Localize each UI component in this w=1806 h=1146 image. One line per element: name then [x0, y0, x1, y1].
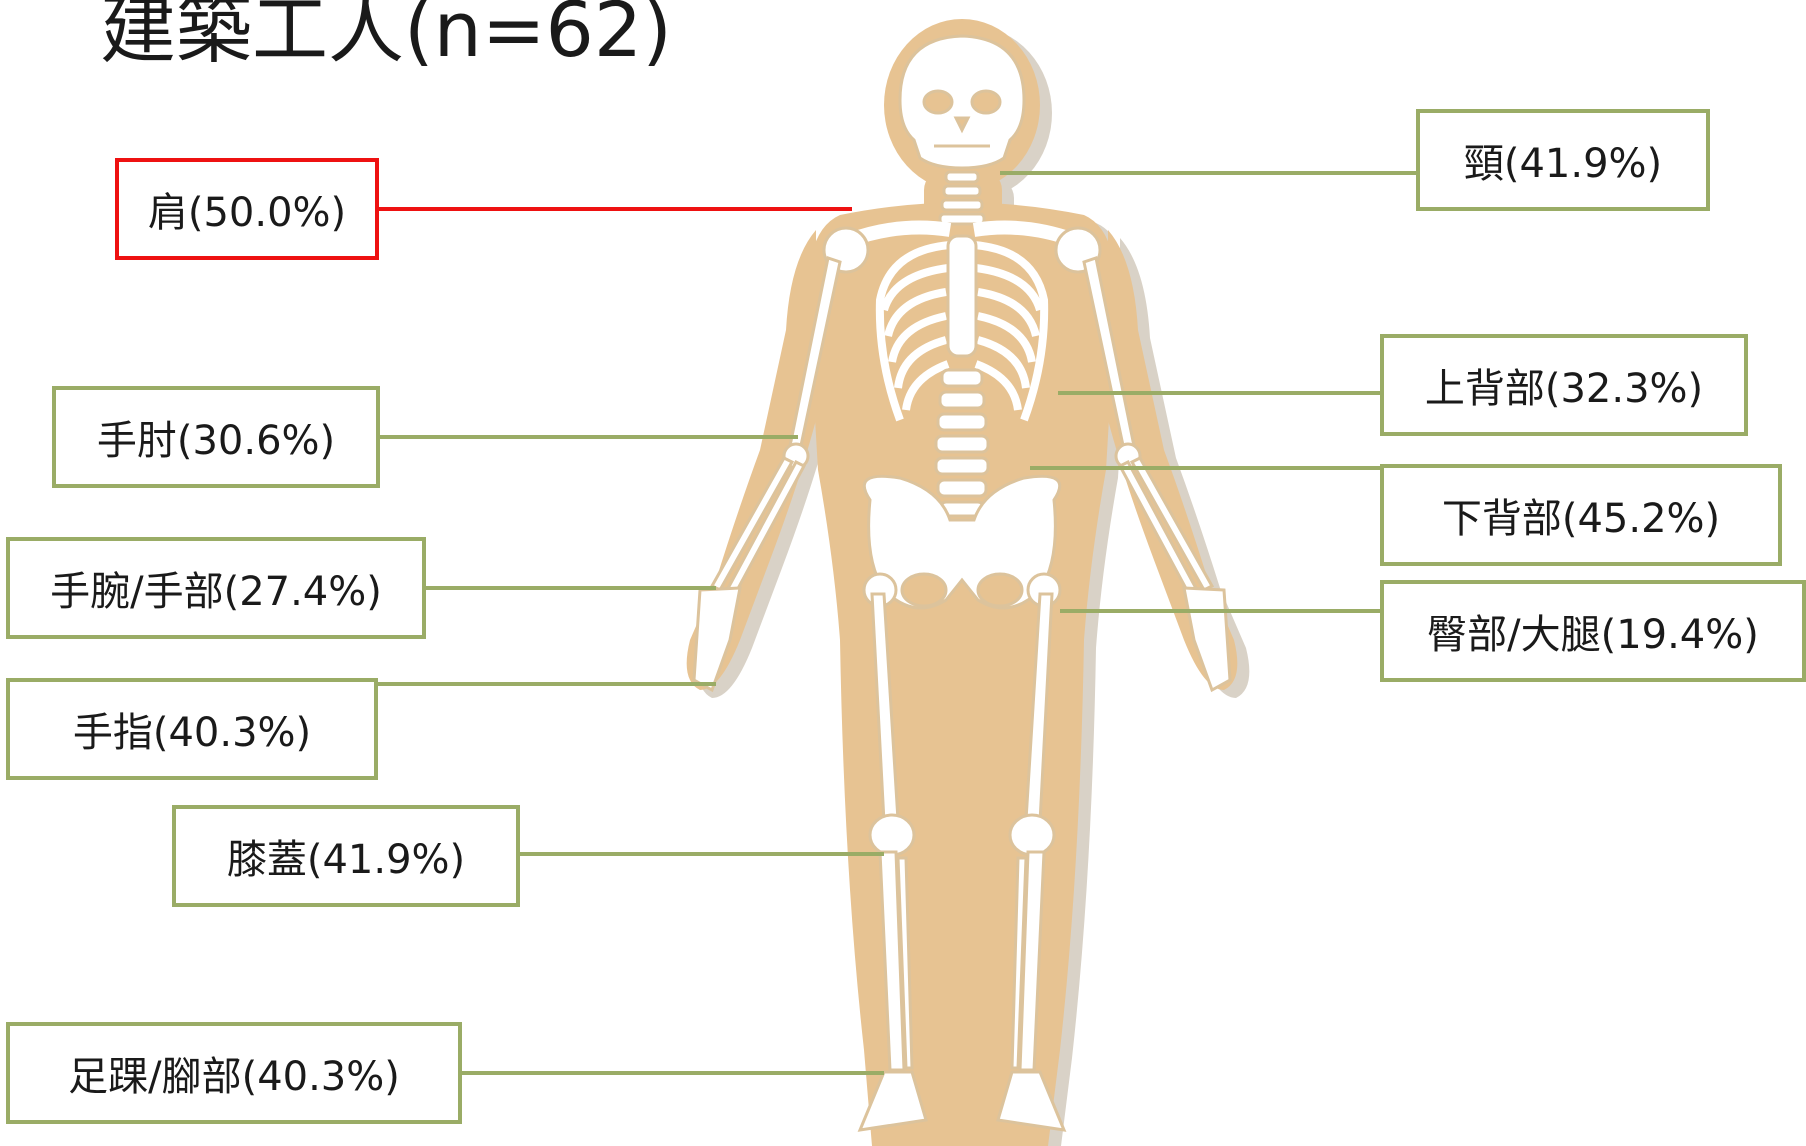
page-title: 建築工人(n=62): [100, 0, 672, 75]
callout-neck: 頸(41.9%): [1416, 109, 1710, 211]
callout-knee: 膝蓋(41.9%): [172, 805, 520, 907]
callout-hip-thigh: 臀部/大腿(19.4%): [1380, 580, 1806, 682]
callout-ankle-foot: 足踝/腳部(40.3%): [6, 1022, 462, 1124]
callout-elbow-label: 手肘(30.6%): [97, 408, 335, 466]
callout-upper-back: 上背部(32.3%): [1380, 334, 1748, 436]
callout-lower-back-label: 下背部(45.2%): [1442, 486, 1720, 544]
callout-neck-label: 頸(41.9%): [1464, 131, 1662, 189]
callout-finger: 手指(40.3%): [6, 678, 378, 780]
callout-knee-label: 膝蓋(41.9%): [227, 827, 465, 885]
callout-elbow: 手肘(30.6%): [52, 386, 380, 488]
callout-ankle-foot-label: 足踝/腳部(40.3%): [68, 1044, 400, 1102]
callout-upper-back-label: 上背部(32.3%): [1425, 356, 1703, 414]
callout-finger-label: 手指(40.3%): [73, 700, 311, 758]
callout-wrist: 手腕/手部(27.4%): [6, 537, 426, 639]
callout-shoulder-label: 肩(50.0%): [148, 180, 346, 238]
callout-wrist-label: 手腕/手部(27.4%): [50, 559, 382, 617]
callout-hip-thigh-label: 臀部/大腿(19.4%): [1427, 602, 1759, 660]
callout-lower-back: 下背部(45.2%): [1380, 464, 1782, 566]
callout-shoulder: 肩(50.0%): [115, 158, 379, 260]
skull: [900, 36, 1024, 168]
lumbar-spine: [936, 370, 988, 516]
